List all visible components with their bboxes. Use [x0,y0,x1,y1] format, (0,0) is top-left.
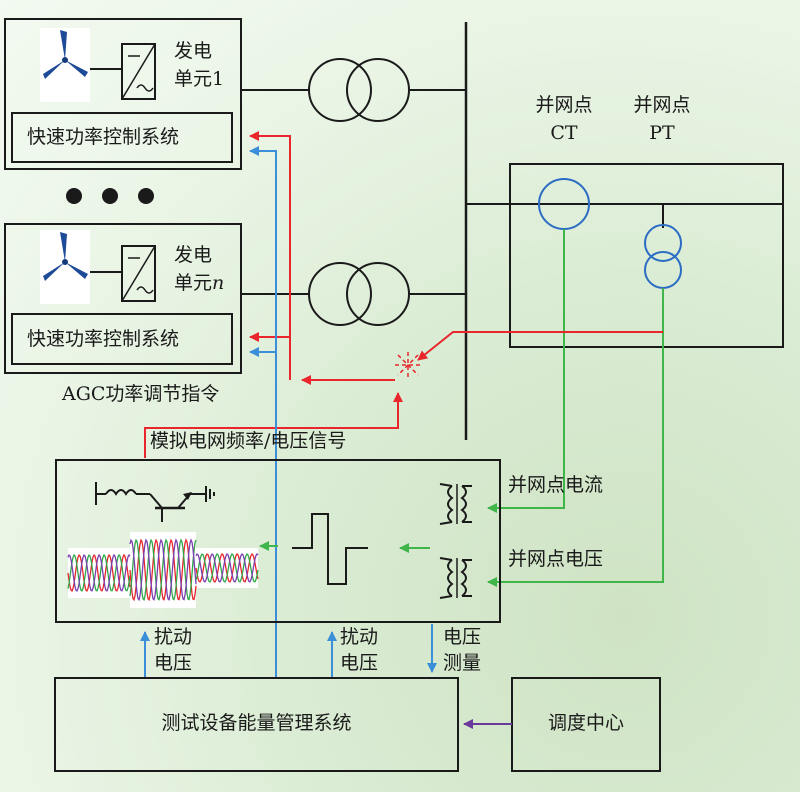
waveform-trace [129,538,197,602]
unitn-label-text: 单元 [174,272,213,294]
pt-label-line1: 并网点 [633,94,691,116]
waveform-trace [195,552,259,583]
unitn-label-line2: 单元n [174,274,224,293]
transistor-icon [95,482,215,522]
pcc-current-label: 并网点电流 [508,474,604,496]
voltage-measure-line1: 电压 [443,626,482,648]
waveform-trace [67,553,131,592]
ct-label-line2: CT [550,122,578,144]
ct-label-line1: 并网点 [535,94,593,116]
unit1-label-line2: 单元1 [174,70,224,89]
unit1-label-line1: 发电 [174,40,213,62]
pt-to-node-line [417,331,663,361]
pt-icon [644,224,682,262]
ems-to-unit1-line [249,146,277,678]
waveform-icon [67,532,259,608]
unit1-control-system-label: 快速功率控制系统 [27,126,180,148]
ellipsis-dots [66,188,154,204]
wind-turbine-icon [40,28,90,102]
unit1-frame [4,18,242,170]
unitn-control-system-label: 快速功率控制系统 [27,328,180,350]
agc-command-label: AGC功率调节指令 [62,383,220,405]
transformer-icon [308,58,410,122]
pcc-voltage-label: 并网点电压 [508,548,604,570]
pcc-voltage-line [487,288,664,587]
unitn-label-index: n [212,272,225,294]
simulated-grid-signal-label: 模拟电网频率/电压信号 [150,430,347,452]
square-wave-icon [292,513,368,585]
agc-to-unit1-line [249,131,291,380]
signal-junction-icon [395,352,421,378]
unit1-label-index: 1 [212,68,225,90]
simulated-signal-line [144,392,403,458]
inverter-icon [121,43,156,100]
transformer-icon [308,262,410,326]
wind-turbine-icon [40,230,90,304]
disturb-voltage-2-line2: 电压 [340,652,379,674]
inverter-icon [121,245,156,302]
waveform-trace [195,552,259,583]
pt-label-line2: PT [649,122,675,144]
unit1-label-text: 单元 [174,68,213,90]
pcc-current-line [487,229,565,513]
coupling-transformer-icon [439,557,472,599]
unitn-control-box [11,313,233,365]
generation-unit-n [4,223,466,374]
test-device-box [55,459,501,623]
dispatch-label: 调度中心 [547,712,624,734]
voltage-measure-line2: 测量 [443,652,482,674]
ems-label: 测试设备能量管理系统 [161,712,352,734]
ems-box [54,677,459,772]
pcc-measurement-box [509,163,784,348]
unit1-control-box [11,112,233,163]
unitn-label-line1: 发电 [174,244,213,266]
generation-unit-1 [4,18,466,170]
disturb-voltage-1-line1: 扰动 [154,626,193,648]
waveform-trace [129,538,197,602]
coupling-transformer-icon [439,483,472,525]
unitn-frame [4,223,242,374]
disturb-voltage-2-line1: 扰动 [340,626,379,648]
waveform-trace [67,553,131,592]
disturb-voltage-1-line2: 电压 [154,652,193,674]
